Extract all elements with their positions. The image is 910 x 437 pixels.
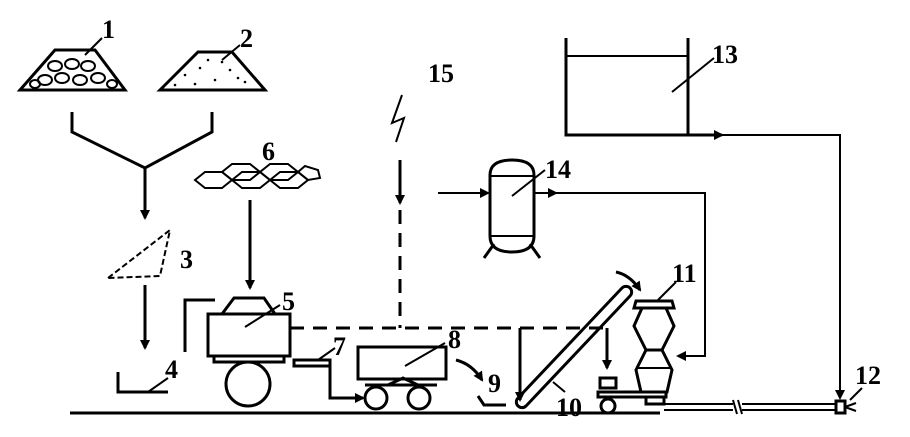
gunite-machine xyxy=(632,281,677,406)
sand-pile xyxy=(156,44,269,92)
dump-arrow xyxy=(455,358,484,382)
mixer-machine xyxy=(183,296,292,408)
label-12: 12 xyxy=(855,361,881,390)
label-14: 14 xyxy=(545,155,571,184)
transport-cart xyxy=(356,342,448,411)
hopper-4 xyxy=(116,372,168,394)
batcher xyxy=(104,227,172,280)
label-9: 9 xyxy=(488,369,501,398)
label-8: 8 xyxy=(448,325,461,354)
label-11: 11 xyxy=(672,259,697,288)
label-13: 13 xyxy=(712,40,738,69)
receiving-hopper xyxy=(476,395,506,407)
feed-arrow xyxy=(615,270,642,292)
merge-lines xyxy=(70,112,214,170)
label-1: 1 xyxy=(102,15,115,44)
inclined-conveyor xyxy=(514,284,634,410)
label-2: 2 xyxy=(240,24,253,53)
cement-bags xyxy=(193,163,322,189)
label-7: 7 xyxy=(333,332,346,361)
delivery-hose xyxy=(664,399,835,415)
coarse-aggregate-pile xyxy=(16,37,128,92)
air-line xyxy=(556,192,706,361)
label-10: 10 xyxy=(556,393,582,422)
label-5: 5 xyxy=(282,287,295,316)
air-receiver xyxy=(482,158,546,259)
label-6: 6 xyxy=(262,137,275,166)
label-4: 4 xyxy=(165,355,178,384)
discharge-chute xyxy=(292,358,332,368)
water-line xyxy=(722,134,845,400)
spray-nozzle xyxy=(834,399,847,415)
pump-cart xyxy=(596,376,668,415)
label-3: 3 xyxy=(180,245,193,274)
label-15: 15 xyxy=(428,59,454,88)
water-tank xyxy=(564,38,715,137)
power-lightning-icon xyxy=(390,94,406,143)
